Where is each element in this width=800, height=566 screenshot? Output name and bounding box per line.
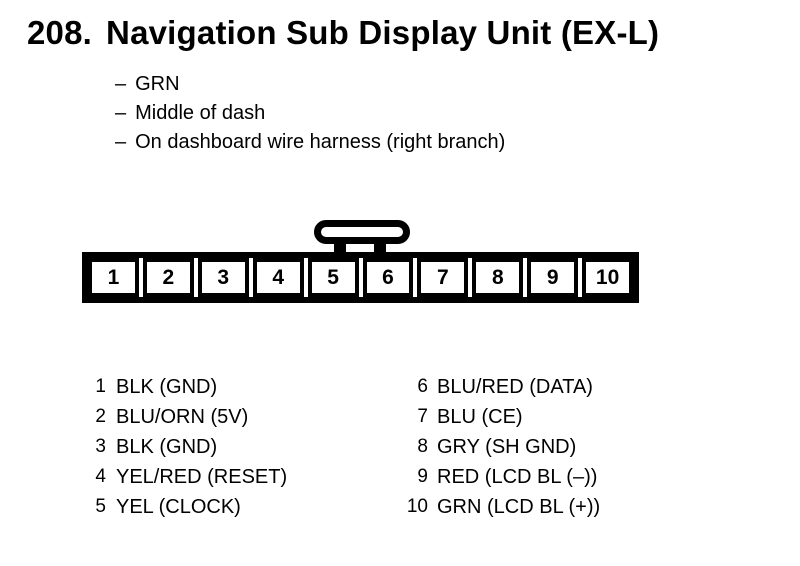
note-text: GRN — [135, 73, 180, 95]
connector-latch-leg — [334, 239, 346, 253]
pin-number: 6 — [417, 376, 428, 397]
note-line: –On dashboard wire harness (right branch… — [115, 128, 505, 157]
connector-pin-cell: 2 — [142, 258, 194, 297]
pin-row: 1 BLK (GND) — [88, 372, 287, 402]
note-text: Middle of dash — [135, 102, 266, 124]
pin-list-right: 6 BLU/RED (DATA) 7 BLU (CE) 8 GRY (SH GN… — [404, 372, 600, 522]
note-line: –GRN — [115, 70, 505, 99]
pin-row: 4 YEL/RED (RESET) — [88, 462, 287, 492]
pin-row: 10 GRN (LCD BL (+)) — [404, 492, 600, 522]
pin-number: 9 — [417, 466, 428, 487]
connector-pin-cell: 10 — [582, 258, 634, 297]
pin-row: 7 BLU (CE) — [404, 402, 600, 432]
pin-row: 2 BLU/ORN (5V) — [88, 402, 287, 432]
pin-row: 5 YEL (CLOCK) — [88, 492, 287, 522]
connector-pin-cell: 6 — [362, 258, 414, 297]
pin-wire-label: BLU/RED (DATA) — [437, 376, 593, 398]
pin-wire-label: GRN (LCD BL (+)) — [437, 496, 601, 518]
section-title-text: Navigation Sub Display Unit (EX-L) — [106, 14, 660, 51]
pin-number: 3 — [95, 436, 106, 457]
pin-number: 1 — [95, 376, 106, 397]
pin-row: 6 BLU/RED (DATA) — [404, 372, 600, 402]
connector-pin-cell: 9 — [527, 258, 579, 297]
connector-pin-cell: 1 — [88, 258, 139, 297]
pin-wire-label: GRY (SH GND) — [437, 436, 577, 458]
pin-number: 10 — [406, 496, 428, 517]
pin-list-left: 1 BLK (GND) 2 BLU/ORN (5V) 3 BLK (GND) 4… — [88, 372, 287, 522]
connector-diagram: 1 2 3 4 5 6 7 8 9 10 — [82, 252, 639, 303]
pin-wire-label: YEL (CLOCK) — [116, 496, 241, 518]
pin-row: 9 RED (LCD BL (–)) — [404, 462, 600, 492]
pin-number: 2 — [95, 406, 106, 427]
connector-notes: –GRN –Middle of dash –On dashboard wire … — [115, 70, 505, 157]
pin-number: 4 — [95, 466, 106, 487]
section-number: 208. — [27, 14, 93, 51]
dash-bullet: – — [115, 102, 127, 124]
note-text: On dashboard wire harness (right branch) — [135, 131, 506, 153]
page-title: 208. Navigation Sub Display Unit (EX-L) — [27, 14, 659, 52]
connector-pin-cell: 8 — [472, 258, 524, 297]
pin-wire-label: BLK (GND) — [116, 376, 218, 398]
pin-number: 8 — [417, 436, 428, 457]
connector-latch-tab — [314, 220, 410, 244]
dash-bullet: – — [115, 73, 127, 95]
connector-pin-cell: 3 — [197, 258, 249, 297]
connector-pin-cell: 5 — [307, 258, 359, 297]
dash-bullet: – — [115, 131, 127, 153]
pin-wire-label: BLU (CE) — [437, 406, 523, 428]
connector-pin-cell: 4 — [252, 258, 304, 297]
pin-number: 7 — [417, 406, 428, 427]
pin-number: 5 — [95, 496, 106, 517]
pin-row: 3 BLK (GND) — [88, 432, 287, 462]
pin-wire-label: RED (LCD BL (–)) — [437, 466, 598, 488]
connector-pin-cell: 7 — [417, 258, 469, 297]
connector-latch-leg — [374, 239, 386, 253]
pin-wire-label: BLK (GND) — [116, 436, 218, 458]
pin-wire-label: YEL/RED (RESET) — [116, 466, 288, 488]
pin-row: 8 GRY (SH GND) — [404, 432, 600, 462]
note-line: –Middle of dash — [115, 99, 505, 128]
pin-wire-label: BLU/ORN (5V) — [116, 406, 249, 428]
